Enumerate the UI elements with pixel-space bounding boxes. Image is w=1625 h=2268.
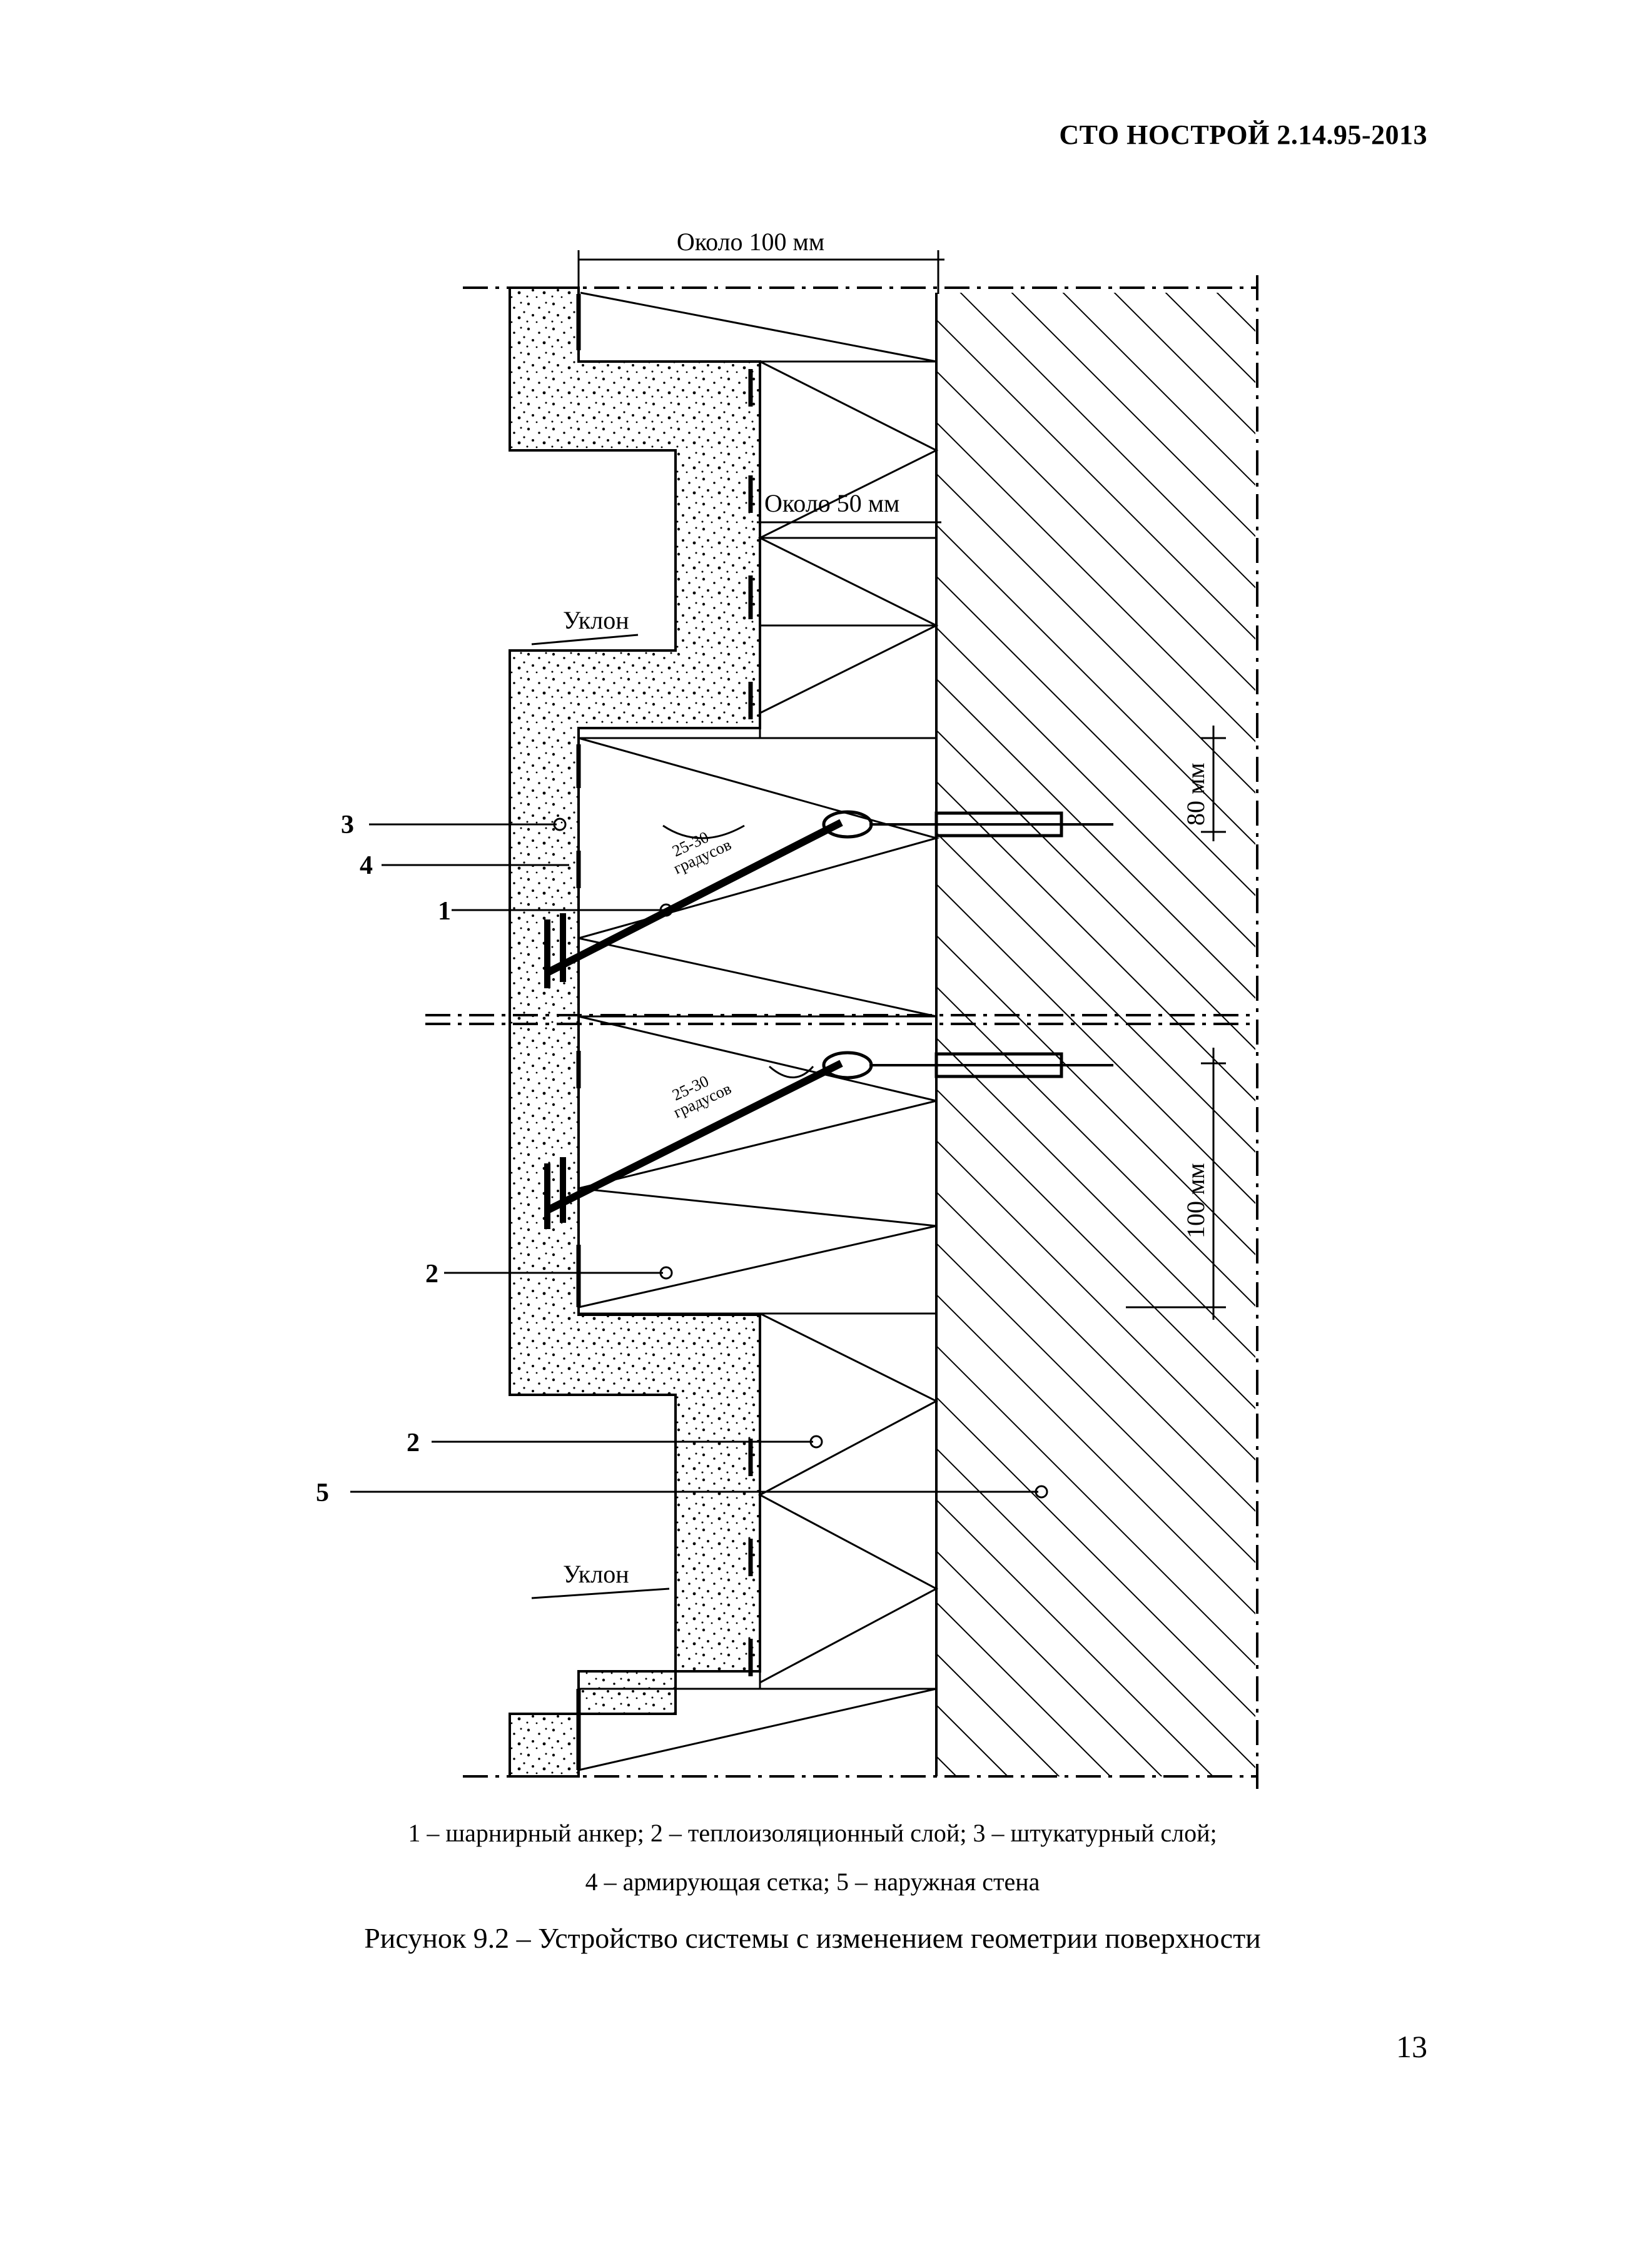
dimension-right-upper: 80 мм bbox=[1182, 762, 1210, 826]
page-number: 13 bbox=[1396, 2029, 1427, 2064]
dimension-top bbox=[577, 250, 944, 294]
callout-2b: 2 bbox=[407, 1429, 420, 1457]
dimension-right bbox=[1126, 726, 1226, 1320]
outer-wall bbox=[935, 293, 1255, 1776]
slope-label-upper: Уклон bbox=[563, 606, 629, 634]
callout-1: 1 bbox=[438, 897, 451, 926]
callout-4: 4 bbox=[360, 851, 373, 880]
dimension-top-label: Около 100 мм bbox=[677, 228, 824, 256]
reinforcing-mesh bbox=[576, 294, 753, 1770]
document-code: СТО НОСТРОЙ 2.14.95-2013 bbox=[1059, 119, 1427, 150]
callout-leaders bbox=[350, 818, 1048, 1499]
legend-line-1: 1 – шарнирный анкер; 2 – теплоизоляционн… bbox=[408, 1819, 1217, 1847]
callout-3: 3 bbox=[341, 811, 354, 839]
callout-2a: 2 bbox=[425, 1260, 438, 1288]
hinged-anchor-upper bbox=[544, 810, 1113, 988]
slope-label-lower: Уклон bbox=[563, 1560, 629, 1588]
callout-5: 5 bbox=[316, 1479, 329, 1507]
axis-lines bbox=[425, 275, 1258, 1789]
dimension-right-lower: 100 мм bbox=[1182, 1163, 1210, 1238]
hinged-anchor-lower bbox=[544, 1051, 1113, 1229]
plaster-layer bbox=[509, 286, 761, 1778]
dimension-mid-label: Около 50 мм bbox=[764, 489, 899, 517]
insulation-boards bbox=[577, 291, 940, 1771]
figure-title: Рисунок 9.2 – Устройство системы с измен… bbox=[364, 1922, 1261, 1954]
legend-line-2: 4 – армирующая сетка; 5 – наружная стена bbox=[585, 1868, 1040, 1896]
